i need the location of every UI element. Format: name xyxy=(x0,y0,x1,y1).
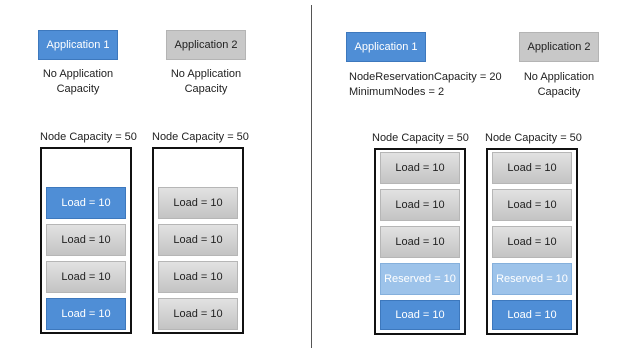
left-node-2-cell: Load = 10 xyxy=(158,261,238,293)
left-node-1-cell: Load = 10 xyxy=(46,298,126,330)
cell-label: Reserved = 10 xyxy=(496,273,568,285)
cell-label: Load = 10 xyxy=(395,309,445,321)
right-node-2-cell: Reserved = 10 xyxy=(492,263,572,295)
right-node-2-cell: Load = 10 xyxy=(492,300,572,330)
right-application-2-label: Application 2 xyxy=(527,41,591,53)
right-node-2-cell: Load = 10 xyxy=(492,189,572,221)
cell-label: Load = 10 xyxy=(173,234,223,246)
cell-label: Load = 10 xyxy=(61,197,111,209)
right-node-1-cell: Load = 10 xyxy=(380,226,460,258)
right-node-2-cell: Load = 10 xyxy=(492,226,572,258)
left-application-1-box: Application 1 xyxy=(38,30,118,60)
right-node-1-cell: Reserved = 10 xyxy=(380,263,460,295)
left-node-1-capacity: Node Capacity = 50 xyxy=(40,131,137,143)
cell-label: Load = 10 xyxy=(61,271,111,283)
cell-label: Load = 10 xyxy=(173,271,223,283)
right-node-2-cell: Load = 10 xyxy=(492,152,572,184)
cell-label: Load = 10 xyxy=(395,162,445,174)
cell-label: Load = 10 xyxy=(507,309,557,321)
right-application-2-note: No Application Capacity xyxy=(523,71,595,98)
right-application-1-box: Application 1 xyxy=(346,32,426,62)
cell-label: Load = 10 xyxy=(507,162,557,174)
right-application-1-note: NodeReservationCapacity = 20 MinimumNode… xyxy=(349,70,509,100)
left-node-1-cell: Load = 10 xyxy=(46,187,126,219)
right-node-1-capacity: Node Capacity = 50 xyxy=(372,132,469,144)
right-node-1-cell: Load = 10 xyxy=(380,152,460,184)
cell-label: Load = 10 xyxy=(61,308,111,320)
right-application-1-label: Application 1 xyxy=(354,41,418,53)
cell-label: Load = 10 xyxy=(173,197,223,209)
left-node-2-cell: Load = 10 xyxy=(158,298,238,330)
left-node-2-capacity: Node Capacity = 50 xyxy=(152,131,249,143)
minimum-nodes-text: MinimumNodes = 2 xyxy=(349,86,445,98)
cell-label: Load = 10 xyxy=(395,236,445,248)
left-node-1-cell: Load = 10 xyxy=(46,224,126,256)
cell-label: Load = 10 xyxy=(61,234,111,246)
right-node-1-cell: Load = 10 xyxy=(380,189,460,221)
right-application-2-box: Application 2 xyxy=(519,32,599,62)
left-application-1-label: Application 1 xyxy=(46,39,110,51)
left-node-1-cell: Load = 10 xyxy=(46,261,126,293)
right-node-1-cell: Load = 10 xyxy=(380,300,460,330)
cell-label: Load = 10 xyxy=(173,308,223,320)
left-application-1-note: No Application Capacity xyxy=(42,68,114,95)
cell-label: Load = 10 xyxy=(395,199,445,211)
right-node-2-capacity: Node Capacity = 50 xyxy=(485,132,582,144)
left-node-2-cell: Load = 10 xyxy=(158,224,238,256)
cell-label: Reserved = 10 xyxy=(384,273,456,285)
cell-label: Load = 10 xyxy=(507,199,557,211)
scenario-divider xyxy=(311,5,312,348)
cell-label: Load = 10 xyxy=(507,236,557,248)
left-application-2-label: Application 2 xyxy=(174,39,238,51)
left-application-2-note: No Application Capacity xyxy=(170,68,242,95)
left-application-2-box: Application 2 xyxy=(166,30,246,60)
left-node-2-cell: Load = 10 xyxy=(158,187,238,219)
node-reservation-capacity-text: NodeReservationCapacity = 20 xyxy=(349,71,502,83)
